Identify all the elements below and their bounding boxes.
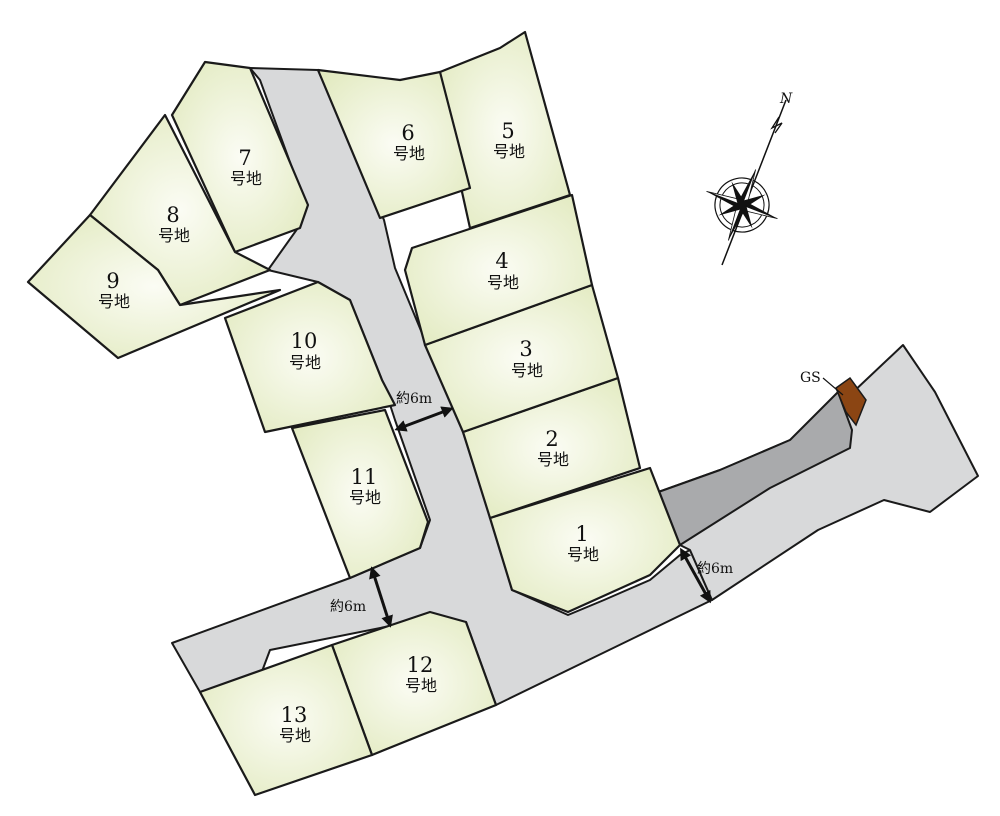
lot-10-suffix: 号地 bbox=[289, 353, 321, 372]
lot-4-suffix: 号地 bbox=[487, 273, 519, 292]
lot-5-number: 5 bbox=[501, 119, 514, 143]
lot-5-suffix: 号地 bbox=[493, 142, 525, 161]
lot-12-number: 12 bbox=[407, 653, 434, 677]
lot-13[interactable] bbox=[198, 643, 374, 797]
lot-3-number: 3 bbox=[519, 337, 532, 361]
lot-7-suffix: 号地 bbox=[230, 169, 262, 188]
compass-rose-icon: N bbox=[706, 91, 793, 266]
road-width-arrow-east bbox=[680, 547, 711, 604]
lot-9-suffix: 号地 bbox=[98, 292, 130, 311]
road-width-label-east: 約6m bbox=[697, 561, 733, 577]
lot-11-number: 11 bbox=[351, 465, 378, 489]
lot-10[interactable] bbox=[223, 280, 397, 434]
lot-6-suffix: 号地 bbox=[393, 144, 425, 163]
lot-8-number: 8 bbox=[166, 203, 179, 227]
lot-7[interactable] bbox=[170, 60, 310, 254]
road-width-arrow-south bbox=[369, 566, 393, 628]
lot-3-suffix: 号地 bbox=[511, 361, 543, 380]
lot-2-number: 2 bbox=[545, 427, 558, 451]
gs-marker: GS bbox=[800, 370, 867, 427]
road-width-arrow-main bbox=[394, 406, 454, 432]
lot-6-number: 6 bbox=[401, 121, 414, 145]
lot-7-number: 7 bbox=[238, 146, 251, 170]
lot-10-number: 10 bbox=[291, 329, 318, 353]
lot-12-suffix: 号地 bbox=[405, 676, 437, 695]
gs-marker-shape bbox=[835, 376, 867, 427]
lot-6[interactable] bbox=[316, 68, 472, 220]
road-width-label-south: 約6m bbox=[330, 599, 366, 615]
lot-11-suffix: 号地 bbox=[349, 488, 381, 507]
lot-9[interactable] bbox=[26, 213, 282, 360]
lot-4[interactable] bbox=[403, 193, 594, 347]
lot-labels: 1 号地 2 号地 3 号地 4 号地 5 号地 6 号地 7 号地 8 号地 … bbox=[98, 119, 599, 745]
lots bbox=[26, 30, 682, 797]
road-width-label-main: 約6m bbox=[396, 391, 432, 407]
lot-13-suffix: 号地 bbox=[279, 726, 311, 745]
gs-label: GS bbox=[800, 370, 821, 386]
lot-1[interactable] bbox=[488, 466, 682, 614]
lot-2-suffix: 号地 bbox=[537, 450, 569, 469]
road-width-markers: 約6m 約6m 約6m bbox=[330, 391, 733, 628]
lot-1-number: 1 bbox=[575, 522, 588, 546]
lot-9-number: 9 bbox=[106, 269, 119, 293]
lot-1-suffix: 号地 bbox=[567, 545, 599, 564]
lot-13-number: 13 bbox=[281, 703, 308, 727]
east-road-shaded bbox=[649, 391, 853, 546]
lot-8-suffix: 号地 bbox=[158, 226, 190, 245]
lot-11[interactable] bbox=[290, 408, 430, 580]
lot-4-number: 4 bbox=[495, 249, 508, 273]
compass-north-label: N bbox=[779, 91, 793, 107]
